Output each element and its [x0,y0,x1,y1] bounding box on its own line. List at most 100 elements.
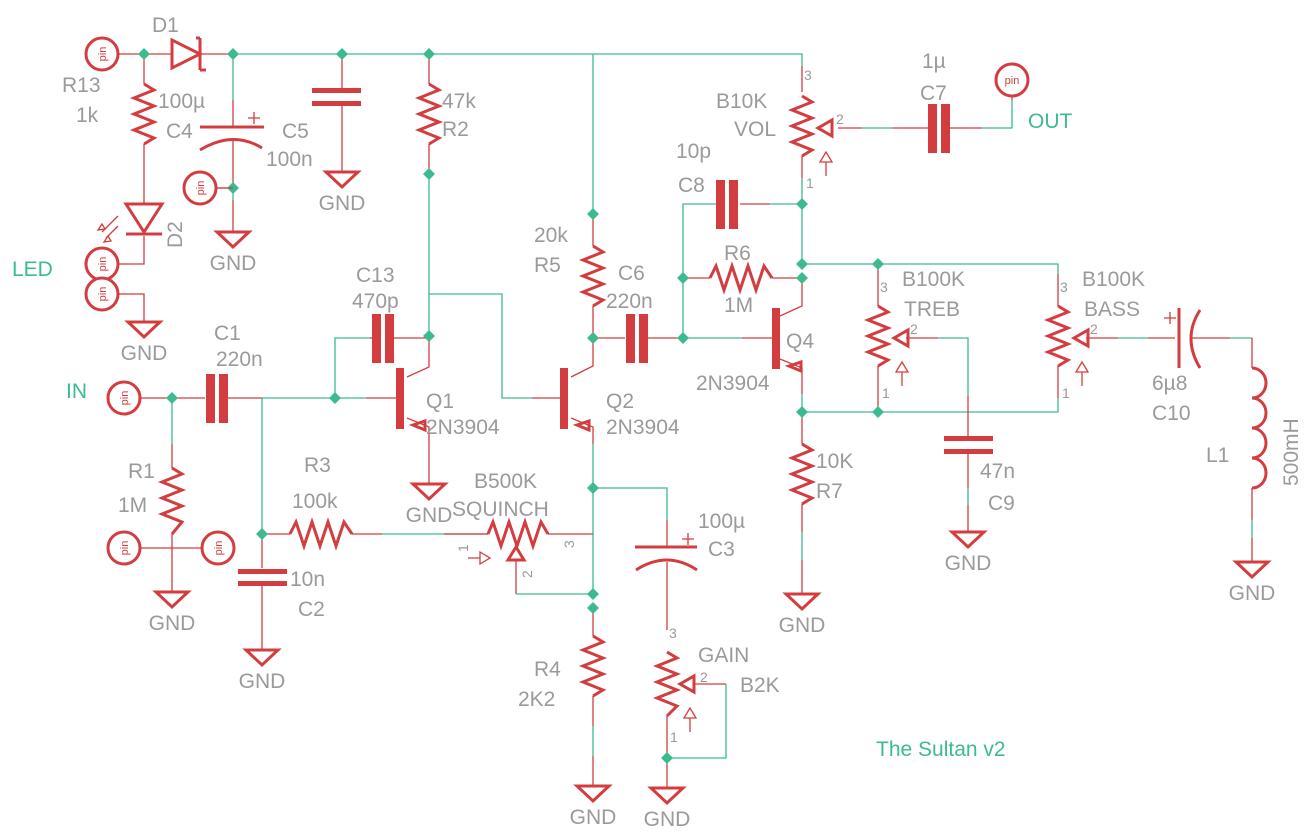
c1-label: C1 [214,322,241,345]
q2-label: Q2 [606,390,634,413]
q1-value: 2N3904 [426,416,500,439]
inductor-l1[interactable]: L1 500mH [1206,366,1303,490]
resistor-r7[interactable]: 10K R7 [787,442,853,506]
c1-value: 220n [216,348,263,371]
potentiometer-vol[interactable]: B10K VOL 3 2 1 [716,67,844,191]
pin-text: pin [97,257,109,272]
capacitor-c5[interactable]: C5 100n [266,88,361,171]
resistor-r1[interactable]: R1 1M [118,460,187,535]
net-label-led: LED [12,258,53,281]
capacitor-c13[interactable]: C13 470p [352,264,399,363]
junction-dot [166,392,178,404]
bass-pin-1: 1 [1062,385,1070,401]
gain-pin-3: 3 [669,625,677,641]
led-d2[interactable]: D2 [96,202,187,248]
c7-label: C7 [920,82,947,105]
gnd-label: GND [406,504,453,527]
junction-dot [138,48,150,60]
r3-label: R3 [304,454,331,477]
pin-connector[interactable]: pin [106,380,142,416]
resistor-r13[interactable]: R13 1k [62,74,159,146]
junction-dot [677,332,689,344]
c6-value: 220n [606,290,653,313]
gnd-label: GND [1229,582,1276,605]
junction-dot [796,258,808,270]
gnd-label: GND [319,192,366,215]
ground-symbol: GND [570,784,616,829]
potentiometer-bass[interactable]: B100K BASS 3 2 1 [1043,268,1145,401]
resistor-r3[interactable]: R3 100k [288,454,354,551]
r4-label: R4 [534,658,561,681]
d1-label: D1 [152,14,179,37]
capacitor-c4[interactable]: 100µ C4 [158,90,264,152]
ground-symbol: GND [210,230,256,275]
gain-value: B2K [740,674,780,697]
transistor-q4[interactable]: Q4 2N3904 [696,308,814,395]
c9-value: 47n [980,460,1015,483]
pin-text: pin [213,541,225,556]
pin-connector[interactable]: pin [200,530,236,566]
ground-symbol: GND [121,320,167,365]
c3-value: 100µ [698,510,745,533]
transistor-q1[interactable]: Q1 2N3904 [396,368,500,439]
pin-connector[interactable]: pin [182,170,218,206]
junction-dot [329,392,341,404]
capacitor-c2[interactable]: 10n C2 [238,568,325,621]
potentiometer-squinch[interactable]: B500K SQUINCH 1 2 3 [452,470,577,578]
pin-connector[interactable]: pin [106,530,142,566]
junction-dot [661,752,673,764]
pin-connector[interactable]: pin [84,246,120,282]
capacitor-c6[interactable]: C6 220n [606,262,653,363]
r5-value: 20k [534,224,568,247]
capacitor-c9[interactable]: 47n C9 [944,436,1015,515]
r1-label: R1 [128,460,155,483]
squinch-pin-3: 3 [561,540,577,548]
capacitor-c8[interactable]: 10p C8 [676,140,738,229]
pin-text: pin [119,391,131,406]
ground-symbol: GND [644,786,690,831]
potentiometer-gain[interactable]: GAIN B2K 3 2 1 [652,625,780,745]
r13-label: R13 [62,74,101,97]
capacitor-c3[interactable]: 100µ C3 [635,510,745,572]
gnd-label: GND [239,670,286,693]
gain-label: GAIN [698,644,749,667]
c10-value: 6µ8 [1152,372,1187,395]
resistor-r5[interactable]: 20k R5 [534,224,608,308]
capacitor-c1[interactable]: C1 220n [206,322,263,423]
r3-value: 100k [292,490,338,513]
junction-dot [423,330,435,342]
resistor-r6[interactable]: R6 1M [708,242,774,317]
d2-label: D2 [164,221,187,248]
c2-label: C2 [298,598,325,621]
bass-value: B100K [1082,268,1145,291]
bass-pin-2: 2 [1090,321,1098,337]
junction-dot [423,48,435,60]
resistor-r2[interactable]: 47k R2 [414,82,476,146]
junction-dot [872,258,884,270]
potentiometer-treble[interactable]: B100K TREB 3 2 1 [863,268,965,401]
resistor-r4[interactable]: R4 2K2 [518,634,608,711]
c5-value: 100n [266,148,313,171]
r6-value: 1M [724,294,753,317]
c7-value: 1µ [922,50,946,73]
pin-text: pin [195,181,207,196]
transistor-q2[interactable]: Q2 2N3904 [560,368,680,439]
pin-connector[interactable]: pin [84,276,120,312]
c13-value: 470p [352,290,399,313]
c4-value: 100µ [158,90,205,113]
vol-pin-2: 2 [836,111,844,127]
capacitor-c10[interactable]: 6µ8 C10 [1152,308,1202,425]
ground-symbol: GND [1229,560,1276,605]
gnd-label: GND [779,614,826,637]
pin-connector[interactable]: pin [994,62,1030,98]
l1-label: L1 [1206,444,1229,467]
capacitor-c7[interactable]: 1µ C7 [920,50,950,153]
squinch-pin-1: 1 [455,544,471,552]
diode-d1[interactable]: D1 [152,14,206,72]
treble-pin-1: 1 [882,385,890,401]
gain-pin-2: 2 [700,669,708,685]
junction-dot [227,48,239,60]
pin-connector[interactable]: pin [84,36,120,72]
pin-connectors: pin pin pin pin pin pin pin pin [84,36,1030,566]
